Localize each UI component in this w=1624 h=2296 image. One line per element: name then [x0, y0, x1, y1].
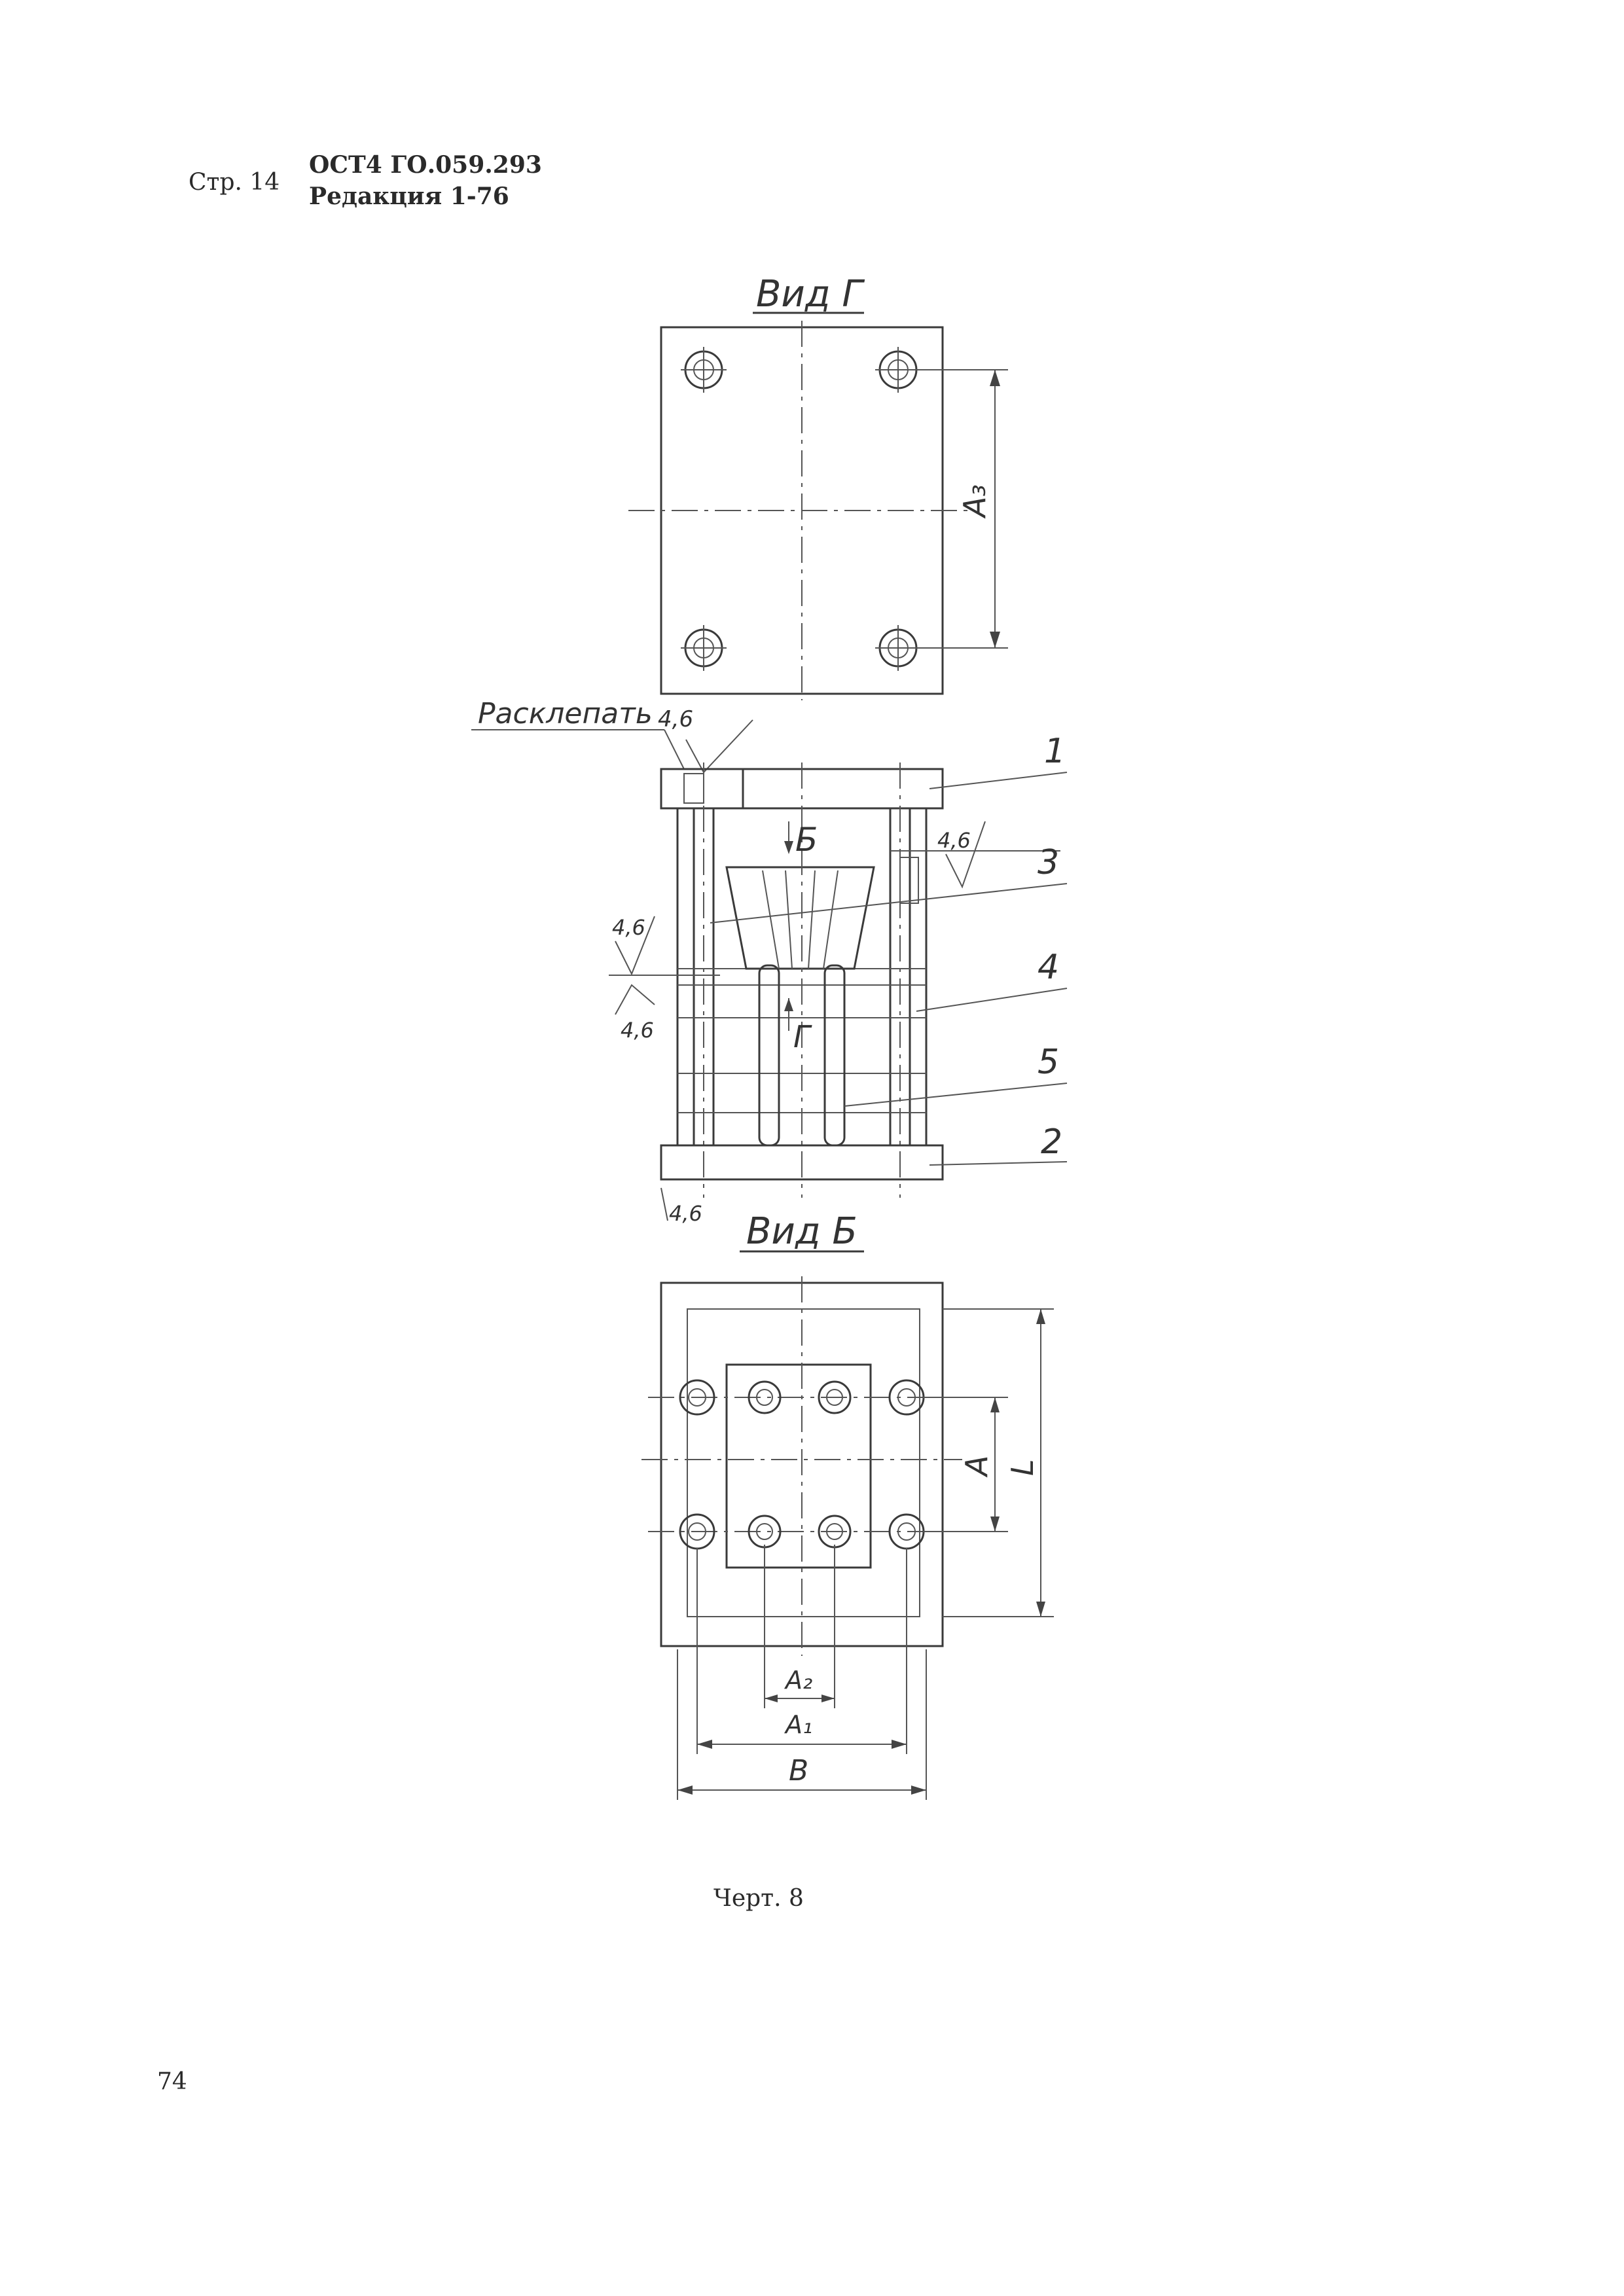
page-label: Стр. 14: [189, 169, 280, 196]
cavity-rib-4: [823, 870, 839, 969]
view-b-inner-plate: [687, 1308, 920, 1617]
view-b-title: Вид Б: [746, 1210, 857, 1253]
roughness-bottom: 4,6: [660, 1187, 702, 1226]
part-1-leader: 1: [929, 732, 1068, 789]
dim-a-label: А: [959, 1456, 994, 1478]
dimension-a: [923, 1397, 1008, 1532]
dimension-a3: [916, 369, 1008, 649]
cavity-rib-2: [785, 870, 793, 969]
dimension-l: [943, 1308, 1054, 1617]
cavity-rib-1: [762, 870, 780, 969]
svg-text:4,6: 4,6: [658, 706, 693, 732]
right-stop: [899, 857, 919, 904]
section-arrow-g: Г: [784, 998, 812, 1054]
svg-text:4,6: 4,6: [669, 1201, 702, 1226]
part-3-leader: 3: [710, 843, 1068, 924]
view-b-cavity-block: [725, 1363, 872, 1569]
figure-caption: Черт. 8: [713, 1885, 804, 1912]
rivet-leader: [664, 729, 685, 770]
roughness-top: 4,6: [658, 706, 753, 774]
svg-text:1: 1: [1044, 732, 1066, 771]
svg-text:Г: Г: [793, 1019, 812, 1054]
view-g-holes: [681, 347, 921, 671]
dimension-a1: [696, 1548, 907, 1754]
part-4-leader: 4: [916, 948, 1068, 1012]
roughness-right: 4,6: [890, 821, 1060, 889]
part-5-leader: 5: [844, 1043, 1068, 1107]
svg-text:4,6: 4,6: [621, 1018, 654, 1043]
roughness-left-upper: 4,6: [609, 915, 720, 976]
revision-label: Редакция 1-76: [309, 183, 509, 210]
dimension-b: [677, 1649, 927, 1800]
svg-text:Б: Б: [795, 821, 818, 859]
standard-number: ОСТ4 ГО.059.293: [309, 151, 542, 179]
cavity-rib-3: [808, 870, 816, 969]
rivet-head: [683, 773, 704, 804]
view-b-holes: [679, 1379, 925, 1550]
svg-text:4,6: 4,6: [612, 915, 645, 940]
part-3-cavity-insert: [725, 866, 875, 970]
part-2-bottom-plate: [660, 1144, 944, 1181]
svg-text:5: 5: [1038, 1043, 1059, 1082]
view-g-title: Вид Г: [756, 273, 865, 315]
dim-a1-label: А₁: [784, 1710, 812, 1739]
part-2-leader: 2: [929, 1122, 1068, 1166]
svg-text:4: 4: [1038, 948, 1059, 987]
dim-b-label: В: [789, 1754, 808, 1787]
standard-block: ОСТ4 ГО.059.293 Редакция 1-76: [309, 149, 542, 212]
dim-a3-label: А₃: [957, 484, 992, 519]
rivet-note: Расклепать: [478, 697, 653, 730]
part-5-pin-right: [823, 964, 846, 1147]
dimension-a2: [764, 1545, 835, 1708]
dim-l-label: L: [1005, 1459, 1040, 1476]
part-5-pin-left: [758, 964, 780, 1147]
roughness-left-lower: 4,6: [615, 984, 655, 1043]
dim-a2-label: А₂: [784, 1666, 812, 1695]
svg-text:3: 3: [1038, 843, 1059, 882]
section-arrow-b: Б: [784, 821, 818, 859]
svg-text:2: 2: [1041, 1122, 1062, 1162]
svg-text:4,6: 4,6: [937, 828, 971, 853]
page-number: 74: [157, 2068, 187, 2095]
